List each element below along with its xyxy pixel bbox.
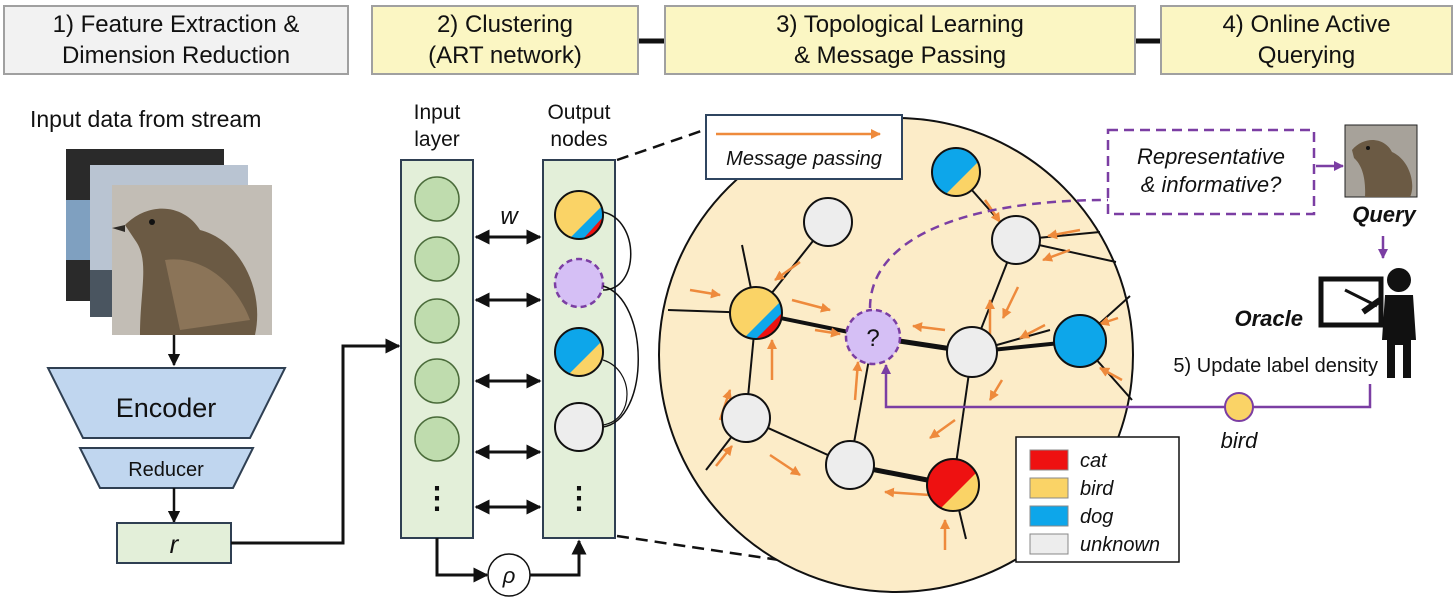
reducer-block [78, 447, 255, 489]
graph-node-unknown [803, 197, 853, 247]
legend-swatch-cat [1029, 449, 1069, 471]
legend-swatch-dog [1029, 505, 1069, 527]
weight-label: w [500, 203, 519, 230]
legend-label-bird: bird [1080, 478, 1114, 500]
representation-arrow [231, 338, 401, 545]
graph-node-query [844, 308, 902, 366]
graph-node-unknown [721, 393, 771, 443]
update-label: 5) Update label density [1173, 355, 1378, 377]
returned-label-bird-icon [1224, 392, 1254, 422]
representation-box [116, 522, 232, 564]
query-label: Query [1352, 202, 1417, 227]
message-passing-key [705, 114, 903, 180]
legend-label-cat: cat [1080, 450, 1108, 472]
stage-clustering: 2) Clustering (ART network) [371, 5, 639, 75]
input-layer-nodes [414, 176, 460, 462]
output-layer-ellipsis: ⋮ [564, 482, 594, 515]
label-update-path [881, 364, 1372, 409]
output-node-dog [555, 328, 603, 376]
legend-label-unknown: unknown [1080, 534, 1160, 556]
message-arrows [689, 199, 1123, 550]
criterion-box [1106, 128, 1316, 216]
input-image-stack [66, 149, 272, 335]
input-node [414, 298, 460, 344]
graph-node-dog [932, 148, 980, 196]
graph-node-unknown [946, 326, 998, 378]
query-node-label: ? [866, 325, 879, 352]
representation-label: r [170, 529, 180, 559]
encoder-block [46, 367, 287, 439]
stage-topological-learning: 3) Topological Learning & Message Passin… [664, 5, 1136, 75]
graph-node-unknown [991, 215, 1041, 265]
legend-swatch-bird [1029, 477, 1069, 499]
input-node [414, 358, 460, 404]
input-node [414, 236, 460, 282]
legend-swatch-unknown [1029, 533, 1069, 555]
graph-node-bird [730, 287, 782, 339]
input-node [414, 176, 460, 222]
graph-node-dog-labeled [1053, 314, 1107, 368]
graph-node-cat [927, 459, 979, 511]
input-layer-label: Input layer [413, 101, 461, 151]
message-passing-label: Message passing [726, 148, 882, 170]
vigilance-label: ρ [502, 563, 516, 588]
graph-node-unknown [825, 440, 875, 490]
output-node-bird [555, 191, 603, 239]
output-node-unknown [554, 402, 604, 452]
input-node [414, 416, 460, 462]
encoder-label: Encoder [116, 393, 217, 423]
output-nodes-label: Output nodes [547, 101, 611, 151]
stage-feature-extraction: 1) Feature Extraction & Dimension Reduct… [3, 5, 349, 75]
oracle-icon [1318, 268, 1416, 378]
returned-label: bird [1221, 428, 1258, 453]
legend-label-dog: dog [1080, 506, 1113, 528]
oracle-label: Oracle [1235, 306, 1304, 331]
input-data-title: Input data from stream [30, 106, 262, 132]
output-node-query [553, 257, 605, 309]
query-candidate-path [868, 198, 1109, 309]
stage-active-querying: 4) Online Active Querying [1160, 5, 1453, 75]
reducer-label: Reducer [128, 459, 204, 481]
weight-arrows [474, 229, 542, 515]
criterion-label: Representative & informative? [1137, 144, 1285, 197]
input-layer-ellipsis: ⋮ [422, 482, 452, 515]
